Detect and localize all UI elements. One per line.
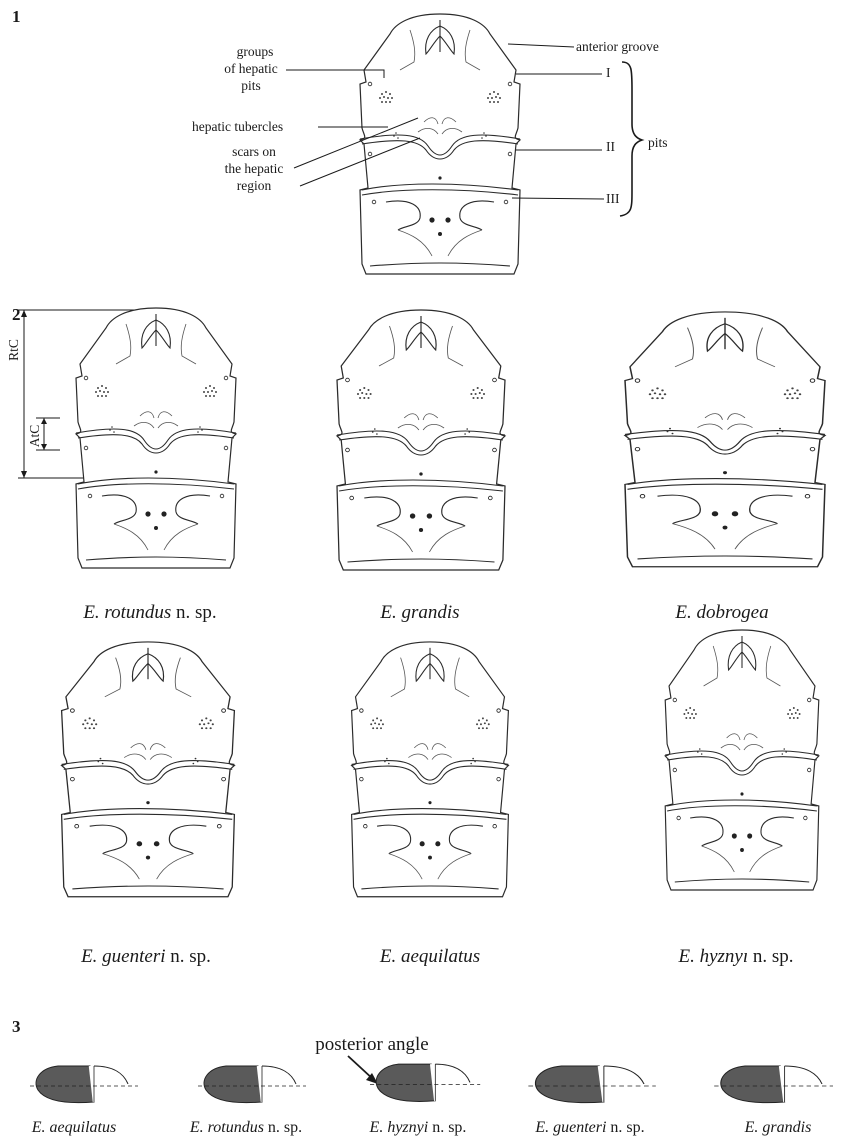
label-groups-hepatic-pits-2: of hepatic <box>224 61 278 76</box>
label-anterior-groove: anterior groove <box>576 39 659 54</box>
species-label: E. hyznyı n. sp. <box>677 946 793 967</box>
label-pit-II: II <box>606 139 615 154</box>
angle-aequilatus <box>30 1066 138 1103</box>
label-posterior-angle: posterior angle <box>315 1034 428 1055</box>
carapace-guenteri <box>62 642 235 897</box>
species-label: E. grandis <box>379 602 459 623</box>
label-pit-III: III <box>606 191 620 206</box>
angle-rotundus <box>198 1066 306 1103</box>
species-label: E. dobrogea <box>674 602 768 623</box>
species-label: E. aequilatus <box>379 946 480 967</box>
label-scars: scars on <box>232 144 276 159</box>
carapace-dobrogea <box>625 312 825 567</box>
carapace-aequilatus <box>352 642 509 897</box>
pits-brace <box>620 62 642 216</box>
angle-grandis <box>714 1066 833 1103</box>
carapace-rotundus <box>76 308 236 568</box>
label-pits: pits <box>648 135 668 150</box>
leader-anterior-groove <box>508 44 574 47</box>
figure-number-3: 3 <box>12 1017 21 1036</box>
label-rtc: RtC <box>6 339 21 361</box>
label-hepatic-tubercles: hepatic tubercles <box>192 119 283 134</box>
angle-species-label: E. guenteri n. sp. <box>534 1119 644 1136</box>
angle-species-label: E. grandis <box>744 1119 812 1136</box>
figure-number-1: 1 <box>12 7 21 26</box>
carapace-hyznyi <box>665 630 819 890</box>
label-groups-hepatic-pits: groups <box>237 44 274 59</box>
label-scars-3: region <box>237 178 272 193</box>
label-atc: AtC <box>27 425 42 448</box>
leader-pit-III <box>512 198 604 199</box>
label-groups-hepatic-pits-3: pits <box>241 78 261 93</box>
angle-species-label: E. aequilatus <box>31 1119 116 1136</box>
species-label: E. guenteri n. sp. <box>80 946 211 967</box>
figure-number-2: 2 <box>12 305 21 324</box>
species-label: E. rotundus n. sp. <box>82 602 216 623</box>
angle-species-label: E. rotundus n. sp. <box>189 1119 302 1136</box>
angle-guenteri <box>528 1066 655 1103</box>
angle-hyznyi <box>370 1064 480 1101</box>
fig1-carapace <box>360 14 520 274</box>
carapace-grandis <box>337 310 505 570</box>
angle-species-label: E. hyznyi n. sp. <box>369 1119 467 1136</box>
label-pit-I: I <box>606 65 611 80</box>
label-scars-2: the hepatic <box>225 161 284 176</box>
